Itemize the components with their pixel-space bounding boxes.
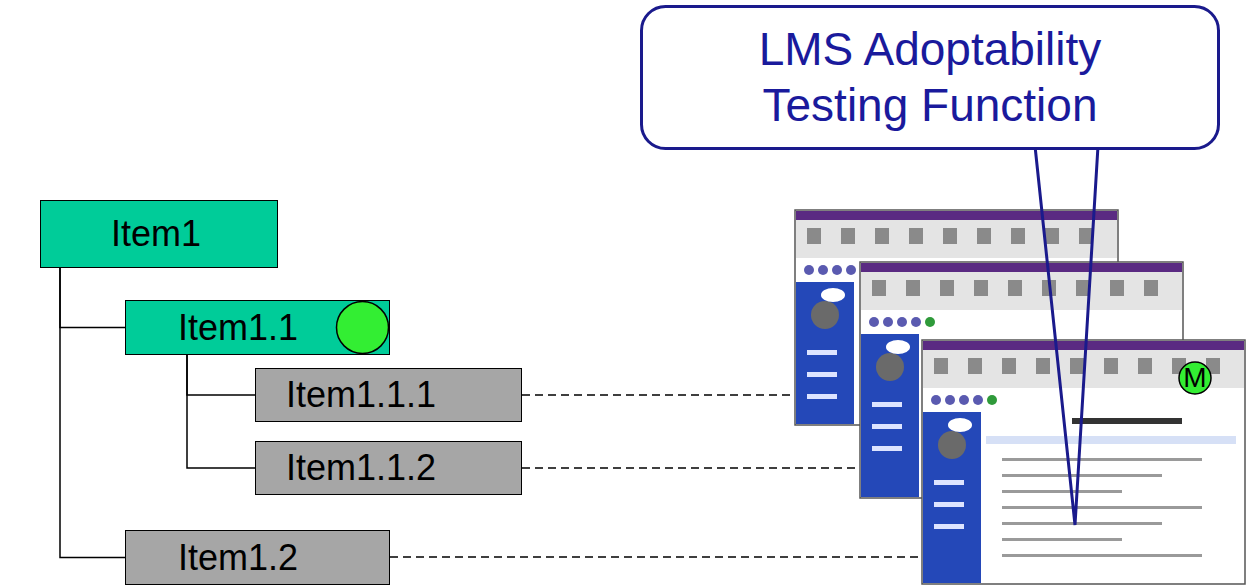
tree-item-box: Item1 bbox=[40, 200, 278, 268]
status-circle bbox=[335, 300, 390, 355]
tree-connector bbox=[60, 268, 125, 558]
node-text: M bbox=[1178, 361, 1212, 395]
tree-item-box: Item1.1.2 bbox=[255, 441, 522, 495]
node-text: Item1 bbox=[111, 213, 201, 255]
node-text: Item1.1.1 bbox=[286, 374, 436, 416]
node-text: Item1.1.2 bbox=[286, 447, 436, 489]
marker-circle: M bbox=[1178, 361, 1212, 395]
tree-connector bbox=[187, 355, 255, 468]
tree-item-box: Item1.2 bbox=[125, 530, 390, 585]
node-text: Item1.2 bbox=[178, 537, 298, 579]
node-text: Item1.1 bbox=[178, 307, 298, 349]
dashed-leader bbox=[390, 556, 922, 558]
tree-connector bbox=[60, 268, 125, 328]
tree-connector bbox=[187, 355, 255, 395]
node-text: LMS Adoptability Testing Function bbox=[690, 22, 1170, 132]
tree-item-box: Item1.1 bbox=[125, 300, 390, 355]
dashed-leader bbox=[522, 467, 860, 469]
dashed-leader bbox=[522, 394, 795, 396]
tree-item-box: Item1.1.1 bbox=[255, 368, 522, 422]
callout-bubble: LMS Adoptability Testing Function bbox=[640, 5, 1220, 150]
